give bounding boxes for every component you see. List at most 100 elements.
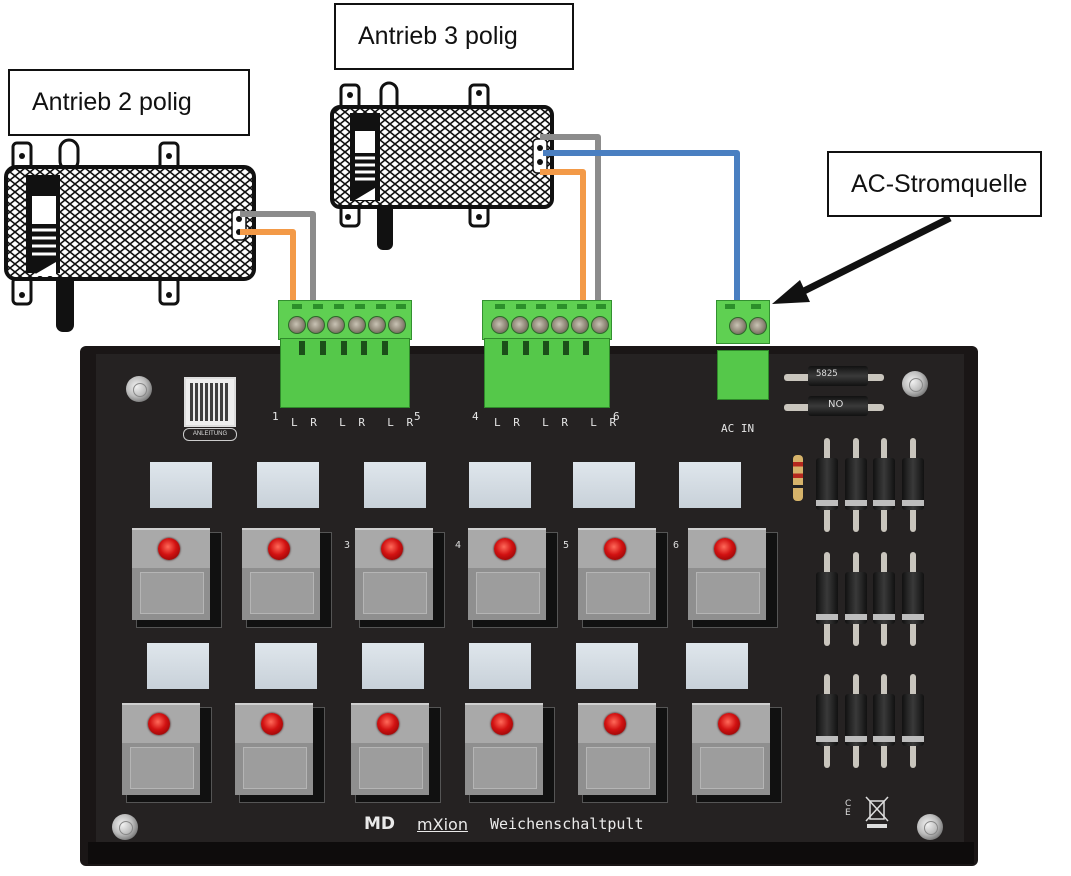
pin-label: L <box>542 416 552 429</box>
diode-band <box>845 500 867 506</box>
diode <box>816 572 838 624</box>
switch-button-1[interactable] <box>132 528 222 628</box>
terminal-screw-icon[interactable] <box>591 316 609 334</box>
led-indicator <box>268 538 290 560</box>
diode-5825: 5825 <box>808 366 868 386</box>
switch-button-5[interactable] <box>578 528 668 628</box>
label-card <box>469 462 531 508</box>
label-card <box>362 643 424 689</box>
qr-pattern <box>190 383 230 421</box>
terminal-screw-icon[interactable] <box>551 316 569 334</box>
switch-button-12[interactable] <box>692 703 782 803</box>
diode-band <box>816 500 838 506</box>
brand-logo: MD <box>364 814 396 834</box>
control-panel-edge <box>88 842 974 864</box>
diode <box>873 694 895 746</box>
switch-button-2[interactable] <box>242 528 332 628</box>
diode <box>816 694 838 746</box>
screw-icon <box>112 814 138 840</box>
resistor <box>793 455 803 501</box>
terminal-screw-icon[interactable] <box>511 316 529 334</box>
switch-button-9[interactable] <box>351 703 441 803</box>
switch-button-10[interactable] <box>465 703 555 803</box>
pin-label: R <box>310 416 320 429</box>
led-indicator <box>604 713 626 735</box>
button-number: 4 <box>455 540 462 551</box>
terminal-screw-icon[interactable] <box>571 316 589 334</box>
led-indicator <box>148 713 170 735</box>
label-card <box>364 462 426 508</box>
weee-icon <box>865 796 889 828</box>
terminal-left-end-number: 5 <box>414 410 421 423</box>
actuator-3pole-icon <box>330 81 554 250</box>
terminal-block-right-plug[interactable] <box>482 300 612 340</box>
diode-band <box>873 736 895 742</box>
label-card <box>150 462 212 508</box>
pin-label: L <box>339 416 349 429</box>
terminal-right-end-number: 6 <box>613 410 620 423</box>
terminal-screw-icon[interactable] <box>531 316 549 334</box>
label-card <box>686 643 748 689</box>
screw-icon <box>917 814 943 840</box>
diode-band <box>902 614 924 620</box>
switch-button-7[interactable] <box>122 703 212 803</box>
terminal-screw-icon[interactable] <box>388 316 406 334</box>
screw-icon <box>126 376 152 402</box>
terminal-screw-icon[interactable] <box>288 316 306 334</box>
switch-button-11[interactable] <box>578 703 668 803</box>
label-card <box>257 462 319 508</box>
label-ac-source: AC-Stromquelle <box>827 151 1042 217</box>
diode-marking: NO <box>828 399 844 410</box>
led-indicator <box>491 713 513 735</box>
led-indicator <box>377 713 399 735</box>
label-card <box>576 643 638 689</box>
pin-label: R <box>358 416 368 429</box>
terminal-left-start-number: 1 <box>272 410 279 423</box>
label-actuator-2pole: Antrieb 2 polig <box>8 69 250 136</box>
product-name: Weichenschaltpult <box>489 815 644 833</box>
diode <box>873 458 895 510</box>
diode-band <box>873 614 895 620</box>
switch-button-6[interactable] <box>688 528 778 628</box>
terminal-screw-icon[interactable] <box>729 317 747 335</box>
screw-icon <box>902 371 928 397</box>
diode <box>845 694 867 746</box>
terminal-screw-icon[interactable] <box>327 316 345 334</box>
led-indicator <box>718 713 740 735</box>
terminal-screw-icon[interactable] <box>749 317 767 335</box>
terminal-block-left-plug[interactable] <box>278 300 412 340</box>
diode-band <box>845 614 867 620</box>
label-ac-source-text: AC-Stromquelle <box>851 169 1028 198</box>
switch-button-4[interactable] <box>468 528 558 628</box>
terminal-ac-plug[interactable] <box>716 300 770 344</box>
diode <box>845 572 867 624</box>
wire-blue-3pole <box>543 150 740 325</box>
terminal-screw-icon[interactable] <box>368 316 386 334</box>
switch-button-3[interactable] <box>355 528 445 628</box>
terminal-left-pin-labels: L R L R L R <box>291 416 416 429</box>
diode <box>816 458 838 510</box>
terminal-screw-icon[interactable] <box>307 316 325 334</box>
diode-marking: 5825 <box>816 369 838 379</box>
diode-band <box>816 614 838 620</box>
qr-code[interactable] <box>184 377 236 427</box>
qr-caption: ANLEITUNG <box>183 428 237 441</box>
terminal-screw-icon[interactable] <box>348 316 366 334</box>
switch-button-8[interactable] <box>235 703 325 803</box>
terminal-right-start-number: 4 <box>472 410 479 423</box>
button-number: 5 <box>563 540 570 551</box>
pin-label: R <box>609 416 620 429</box>
wire-orange-2pole <box>240 229 296 322</box>
terminal-screw-icon[interactable] <box>491 316 509 334</box>
diode <box>902 694 924 746</box>
pin-label: L <box>387 416 397 429</box>
label-card <box>679 462 741 508</box>
brand-name: mXion <box>417 814 468 834</box>
wire-gray-3pole <box>540 134 601 322</box>
led-indicator <box>158 538 180 560</box>
terminal-block-right-header <box>484 338 610 408</box>
ac-in-label: AC IN <box>721 422 755 435</box>
led-indicator <box>261 713 283 735</box>
led-indicator <box>494 538 516 560</box>
